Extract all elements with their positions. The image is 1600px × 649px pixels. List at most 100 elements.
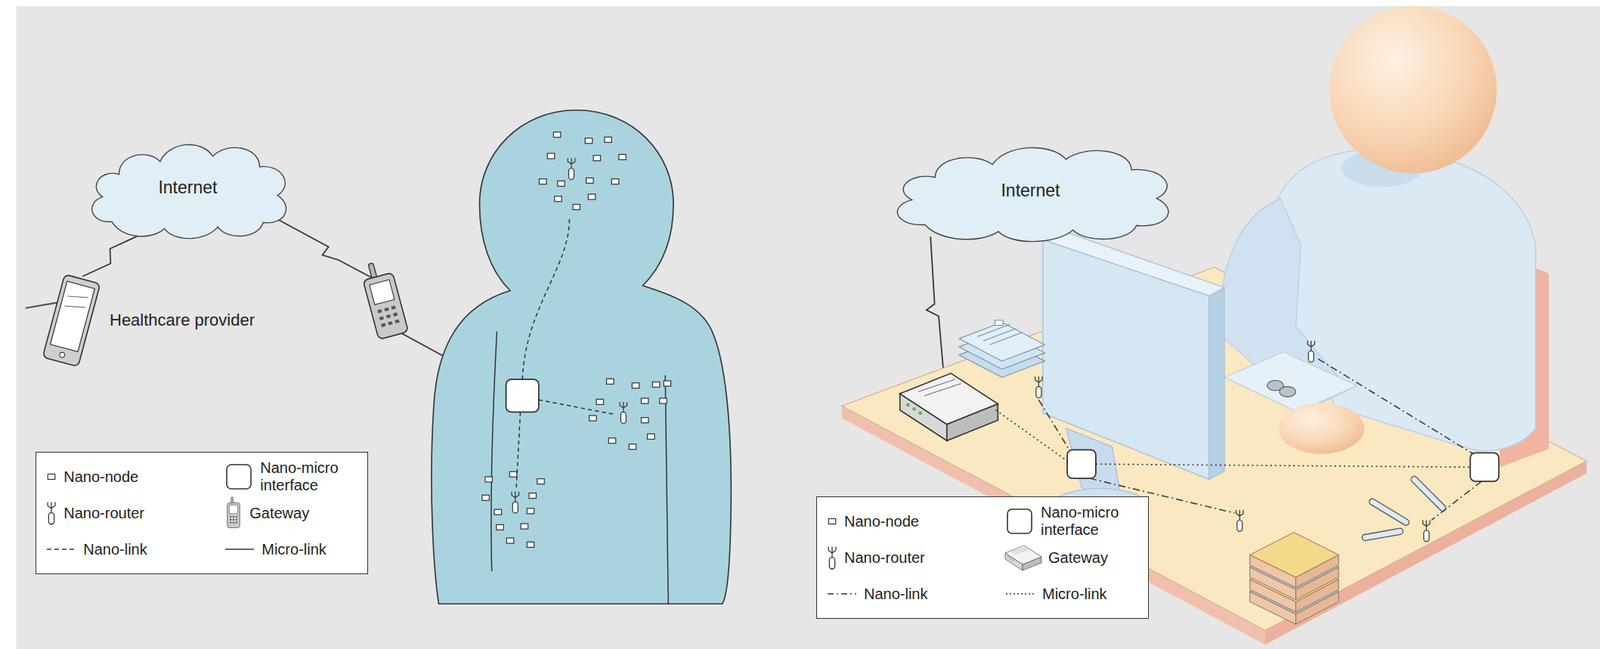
nano-node-cluster [628,444,636,450]
legend-symbol [48,474,56,480]
nano-node-cluster [526,541,534,548]
legend-entry: Nano-router [45,500,224,527]
nano-node-cluster [482,471,545,548]
scene [16,6,1600,649]
pens [1414,479,1443,509]
nano-node-cluster [606,378,614,384]
monitor [1042,230,1225,296]
legend-symbol [826,589,858,599]
paper-stack [994,320,1003,326]
legend-symbol [45,500,58,527]
nano-node-cluster [596,399,604,405]
book-stack [1250,532,1339,589]
nano-node-cluster [547,153,554,159]
nano-node-cluster [509,471,517,477]
nano-node-cluster [529,493,536,499]
nano-node-cluster [589,415,597,421]
micro-link-wire [277,219,372,278]
pens [1364,479,1443,539]
legend-symbol [826,513,839,530]
person [1329,6,1497,174]
nano-router [1035,340,1430,542]
legend-entry: Nano-link [45,541,224,559]
nano-node-cluster [526,508,534,514]
legend-symbol [46,548,76,551]
nano-node-cluster [589,378,672,449]
legend-symbol [225,548,254,551]
nano-node-cluster [494,509,502,515]
nano-node-cluster [619,402,627,424]
nano-node-cluster [659,398,667,404]
legend-label: Micro-link [261,541,327,559]
legend-entry: Nano-link [826,585,1005,604]
paper-stack [959,322,1045,362]
cloud-outline [92,144,287,239]
nano-node-cluster [537,479,545,485]
legend-symbol [826,544,839,571]
person [1219,6,1536,455]
legend-box: Nano-nodeNano-micro interfaceNano-router… [35,451,369,575]
nano-node-cluster [618,154,626,160]
micro-link-wire [926,236,944,376]
arm-outline [665,375,669,604]
micro-link [82,235,138,277]
nano-node-cluster [586,177,594,183]
pens [1364,531,1400,538]
legend-entry: Nano-router [826,544,1005,571]
legend-label: Nano-router [63,504,145,523]
book-stack [1250,532,1339,626]
nano-node-cluster [506,538,514,544]
nano-node-cluster [538,179,546,185]
connector-group [82,235,138,277]
legend-label: Nano-micro interface [1040,504,1136,539]
cloud-label: Internet [157,177,217,198]
nano-node-cluster [485,476,493,483]
legend-entry: Gateway [223,496,356,530]
legend-symbol [827,594,857,596]
legend-symbol [1004,506,1035,537]
nano-node-cluster [584,138,592,144]
nano-node-cluster [572,204,580,211]
nano-node-cluster [554,196,562,202]
cloud-label: Internet [1000,180,1060,201]
legend-symbol [1004,544,1043,572]
pens [1372,501,1407,523]
arm-outline [491,331,669,604]
person [1278,402,1365,455]
nano-router [1307,340,1315,363]
paper-stack [977,324,1022,345]
nano-micro-interface [506,379,539,412]
legend-entry: Nano-micro interface [1004,504,1136,539]
legend-symbol [223,496,244,530]
nano-node-cluster [652,381,660,387]
legend-symbol [1007,509,1032,534]
nano-micro-interface [1470,452,1499,482]
legend-symbol [223,461,254,493]
nano-node-cluster [647,433,655,440]
nano-node-cluster [553,132,561,138]
paper-stack [959,320,1045,378]
binder-clips [1279,386,1297,398]
nano-router [1423,520,1430,542]
legend-symbol [223,544,256,554]
nano-link-wire [1318,358,1474,455]
healthcare-provider-tablet: Healthcare provider [40,267,255,374]
nano-node-cluster [520,523,528,530]
cloud-outline [897,147,1169,242]
nano-node-cluster [608,438,616,444]
legend-symbol [45,469,58,485]
legend-symbol [1005,594,1035,596]
nano-micro-interface [1067,449,1096,479]
nano-node-cluster [482,495,489,501]
legend-box: Nano-node Nano-micro interfaceNano-router… [816,496,1149,619]
legend-entry: Nano-node [826,513,1005,531]
nano-node-cluster [588,194,595,200]
legend-entry: Nano-node [45,468,224,486]
legend-entry: Micro-link [223,541,356,559]
nano-router [1236,510,1244,532]
monitor [1209,287,1225,480]
legend-symbol [828,547,836,570]
legend-label: Nano-link [863,585,928,604]
legend-symbol [828,519,836,525]
